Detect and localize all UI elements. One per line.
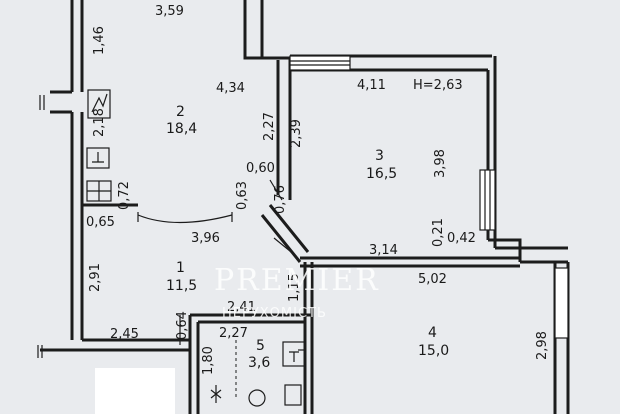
- dim-1-80: 1,80: [201, 346, 216, 375]
- dim-3-59: 3,59: [155, 4, 184, 19]
- window-room3-top: [289, 55, 351, 71]
- dim-0-72: 0,72: [117, 181, 132, 210]
- overlay-patch: [95, 368, 175, 414]
- watermark-brand: PREMIER: [214, 263, 380, 298]
- dim-2-27-bath: 2,27: [219, 326, 248, 341]
- dim-2-41: 2,41: [227, 300, 256, 315]
- dim-0-60: 0,60: [246, 161, 275, 176]
- dim-3-96: 3,96: [191, 231, 220, 246]
- window-room4-right: [554, 267, 569, 339]
- room-3-number: 3: [375, 148, 384, 164]
- bathroom-fixtures: [210, 340, 306, 407]
- gas-meter-icon: [86, 147, 110, 169]
- dim-5-02: 5,02: [418, 272, 447, 287]
- room-5-area: 3,6: [248, 355, 270, 371]
- door-room3: [273, 237, 297, 257]
- dim-0-76: 0,76: [273, 185, 288, 214]
- walls: [37, 0, 570, 414]
- dim-3-98: 3,98: [433, 149, 448, 178]
- room-4-number: 4: [428, 325, 437, 341]
- height-label: H=2,63: [413, 78, 463, 93]
- dim-0-21: 0,21: [431, 218, 446, 247]
- dim-0-64: 0,64: [175, 311, 190, 340]
- dim-2-18: 2,18: [92, 108, 107, 137]
- room-2-area: 18,4: [166, 121, 197, 137]
- dim-0-42: 0,42: [447, 231, 476, 246]
- dim-2-91: 2,91: [88, 263, 103, 292]
- dim-2-39: 2,39: [289, 119, 304, 148]
- electric-panel-icon: [87, 89, 111, 119]
- dim-4-34: 4,34: [216, 81, 245, 96]
- door-arc-room1: [137, 214, 233, 224]
- room-1-number: 1: [176, 260, 185, 276]
- dim-2-98: 2,98: [535, 331, 550, 360]
- room-1-area: 11,5: [166, 278, 197, 294]
- dim-0-65: 0,65: [86, 215, 115, 230]
- dim-2-27-hall: 2,27: [262, 112, 277, 141]
- room-2-number: 2: [176, 104, 185, 120]
- stove-icon: [86, 180, 112, 202]
- watermark-subtitle: НЕРУХОМІСТЬ: [222, 306, 327, 321]
- dim-2-45: 2,45: [110, 327, 139, 342]
- dim-4-11: 4,11: [357, 78, 386, 93]
- dim-0-63: 0,63: [235, 181, 250, 210]
- dim-1-15: 1,15: [287, 273, 302, 302]
- room-5-number: 5: [256, 338, 265, 354]
- dim-3-14: 3,14: [369, 243, 398, 258]
- dim-1-46: 1,46: [92, 26, 107, 55]
- room-3-area: 16,5: [366, 166, 397, 182]
- room-4-area: 15,0: [418, 343, 449, 359]
- window-room3-right: [479, 169, 496, 231]
